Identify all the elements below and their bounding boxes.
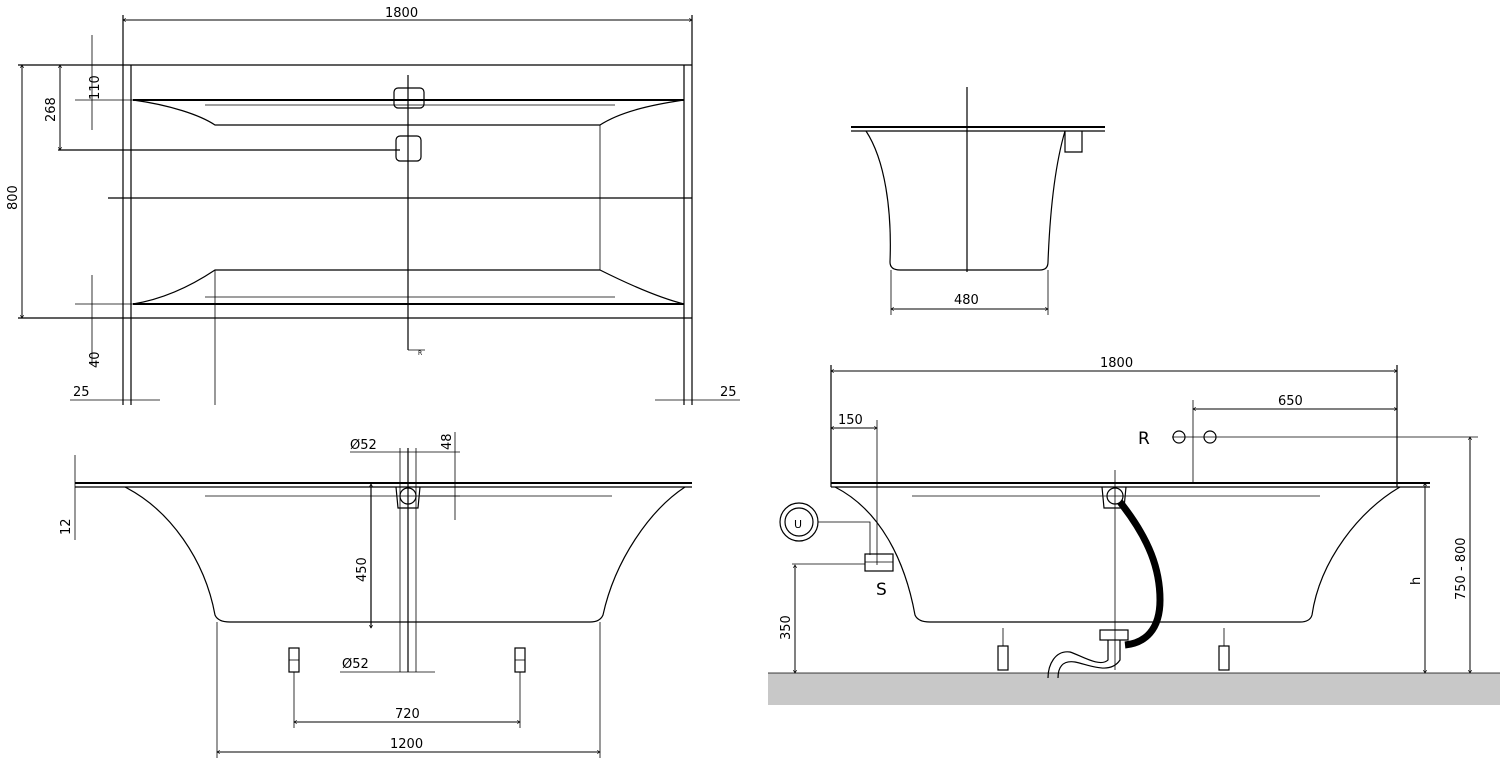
dim-720: 720: [395, 707, 420, 722]
label-s: S: [876, 580, 887, 600]
dim-150: 150: [838, 413, 863, 428]
label-r: R: [1138, 429, 1150, 449]
dim-drain-dia: Ø52: [342, 657, 369, 672]
foot-left: [997, 628, 1009, 671]
dim-1200: 1200: [390, 737, 423, 752]
label-u: U: [794, 518, 802, 531]
front-view: 450 Ø52 48 12 Ø52 720 1200: [59, 432, 692, 758]
dim-110: 110: [88, 75, 103, 100]
dim-12: 12: [59, 518, 74, 535]
dim-left-25: 25: [73, 385, 90, 400]
dim-750-800: 750 - 800: [1454, 537, 1469, 600]
dim-width: 800: [6, 185, 21, 210]
foot-right: [514, 647, 526, 673]
dim-1800: 1800: [1100, 356, 1133, 371]
installation-view: 1800 650 150 R U S 350 h 750 - 800: [768, 356, 1500, 705]
overflow-hose: [1117, 499, 1164, 649]
label-h: h: [1409, 577, 1424, 585]
valve-symbol: [1203, 430, 1217, 444]
dim-40: 40: [88, 351, 103, 368]
dim-length: 1800: [385, 6, 418, 21]
valve-symbol: [1172, 430, 1186, 444]
dim-350: 350: [779, 615, 794, 640]
dim-48: 48: [440, 433, 455, 450]
foot-left: [288, 647, 300, 673]
dim-overflow-dia: Ø52: [350, 438, 377, 453]
dim-650: 650: [1278, 394, 1303, 409]
top-view: R 1800 800 268 110 40 25 25: [6, 6, 740, 405]
section-mark: R: [418, 350, 422, 357]
dim-268: 268: [44, 97, 59, 122]
overflow-symbol: [393, 87, 425, 109]
drain-symbol: [395, 135, 422, 162]
drain-fitting: [1099, 629, 1129, 641]
dim-480: 480: [954, 293, 979, 308]
floor: [768, 673, 1500, 705]
dim-right-25: 25: [720, 385, 737, 400]
dim-450: 450: [355, 557, 370, 582]
foot-right: [1218, 628, 1230, 671]
end-view: 480: [851, 87, 1105, 315]
s-fitting: [864, 553, 894, 572]
